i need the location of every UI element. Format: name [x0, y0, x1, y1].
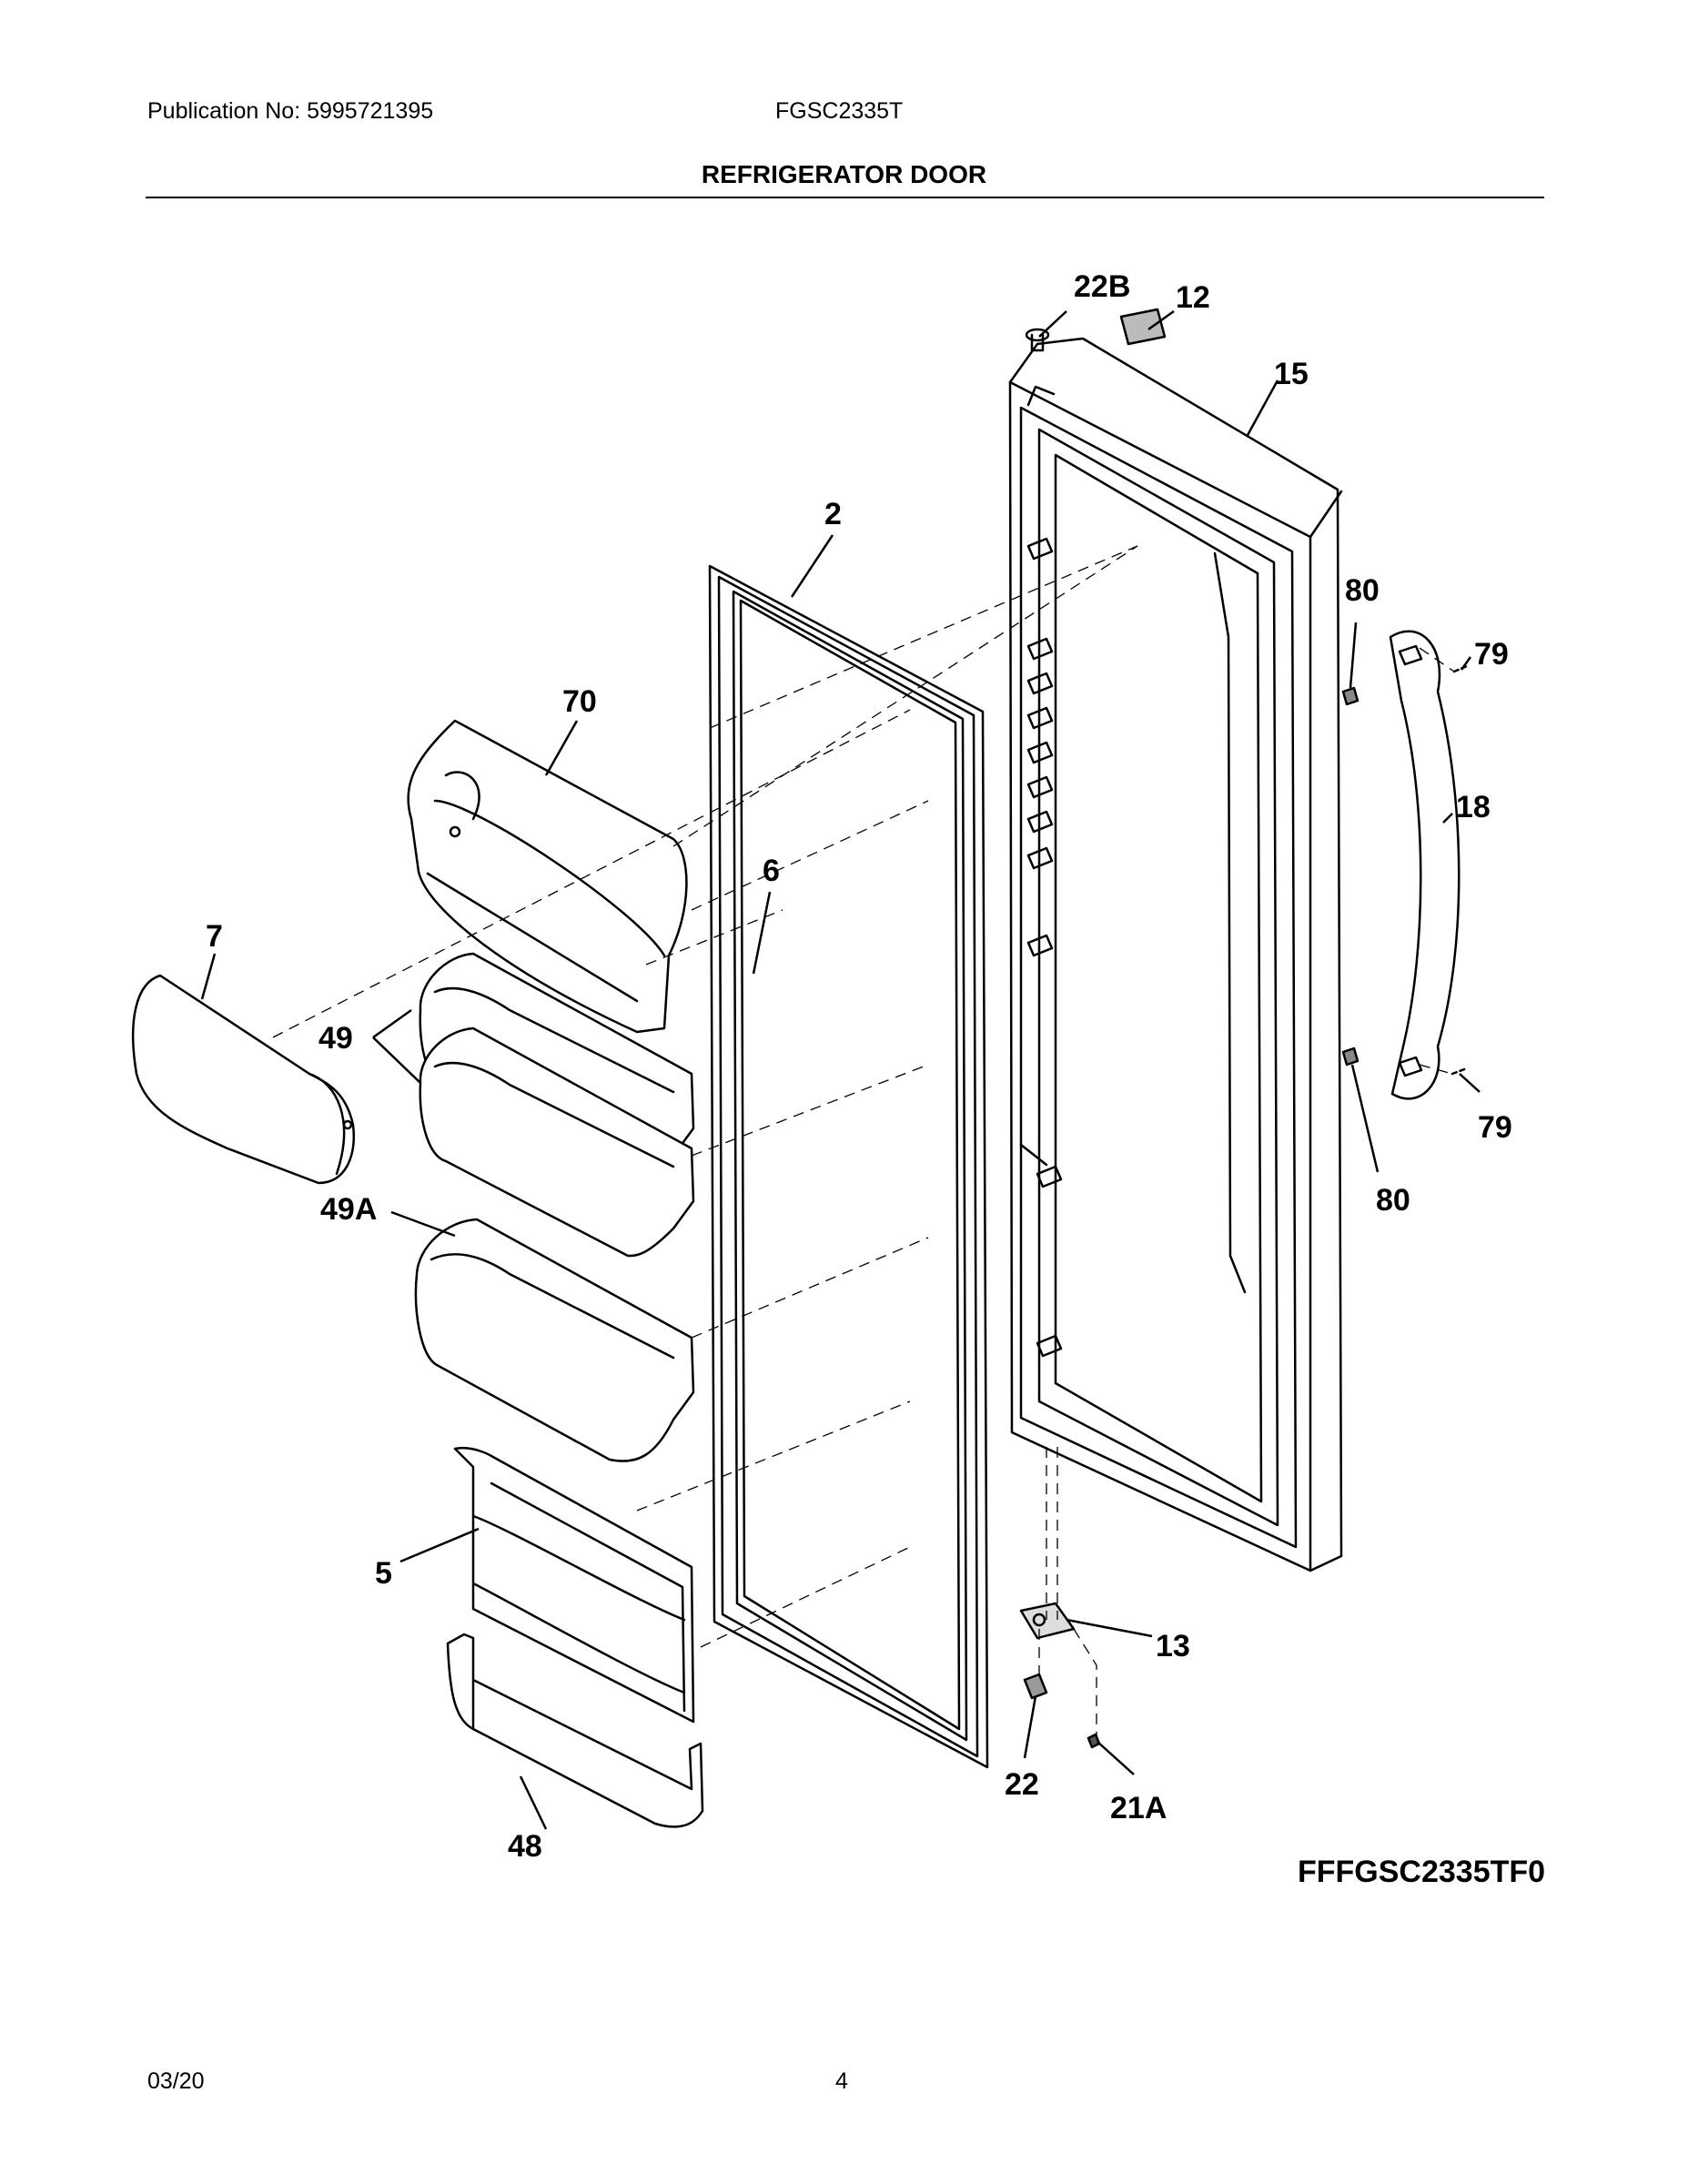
- callout-7: 7: [206, 919, 223, 954]
- footer-date: 03/20: [147, 2068, 205, 2094]
- section-title: REFRIGERATOR DOOR: [701, 160, 987, 188]
- callout-15: 15: [1274, 357, 1309, 391]
- callout-79-top: 79: [1474, 637, 1509, 672]
- rating-label: [1119, 308, 1167, 346]
- door-panel: [1008, 337, 1343, 1572]
- dairy-bin: [407, 719, 688, 1034]
- door-bin-lower: [414, 1218, 695, 1462]
- callout-22B: 22B: [1074, 269, 1130, 304]
- publication-number: Publication No: 5995721395: [147, 98, 434, 124]
- hinge-bushing: [1023, 1673, 1048, 1700]
- callout-2: 2: [824, 497, 842, 531]
- model-number: FGSC2335T: [775, 98, 904, 124]
- door-rack: [453, 1446, 695, 1724]
- header-rule: [146, 197, 1544, 198]
- callout-13: 13: [1156, 1629, 1190, 1663]
- callout-21A: 21A: [1110, 1791, 1167, 1825]
- callout-80-top: 80: [1345, 573, 1380, 608]
- callout-70: 70: [562, 684, 597, 719]
- door-tray: [446, 1633, 704, 1828]
- hinge-screw: [1087, 1733, 1101, 1749]
- callout-5: 5: [375, 1556, 392, 1591]
- bottom-hinge: [1019, 1602, 1076, 1640]
- alignment-lines: [272, 545, 1455, 1738]
- callout-79-bottom: 79: [1478, 1110, 1512, 1145]
- page-number: 4: [835, 2068, 848, 2094]
- callout-49A: 49A: [320, 1192, 377, 1227]
- callout-22: 22: [1005, 1767, 1039, 1802]
- callout-48: 48: [508, 1829, 542, 1864]
- door-gasket: [708, 564, 989, 1769]
- callout-80-bottom: 80: [1376, 1183, 1410, 1218]
- dairy-door-cover: [131, 974, 355, 1185]
- door-handle: [1389, 630, 1461, 1100]
- callout-18: 18: [1456, 790, 1491, 824]
- callout-12: 12: [1176, 280, 1210, 315]
- callout-49: 49: [318, 1021, 353, 1056]
- hinge-pin-top: [1025, 328, 1050, 352]
- leader-lines: [200, 309, 1481, 1830]
- diagram-reference-code: FFFGSC2335TF0: [1298, 1855, 1545, 1889]
- door-bin-middle: [419, 1026, 695, 1258]
- callout-6: 6: [763, 854, 780, 888]
